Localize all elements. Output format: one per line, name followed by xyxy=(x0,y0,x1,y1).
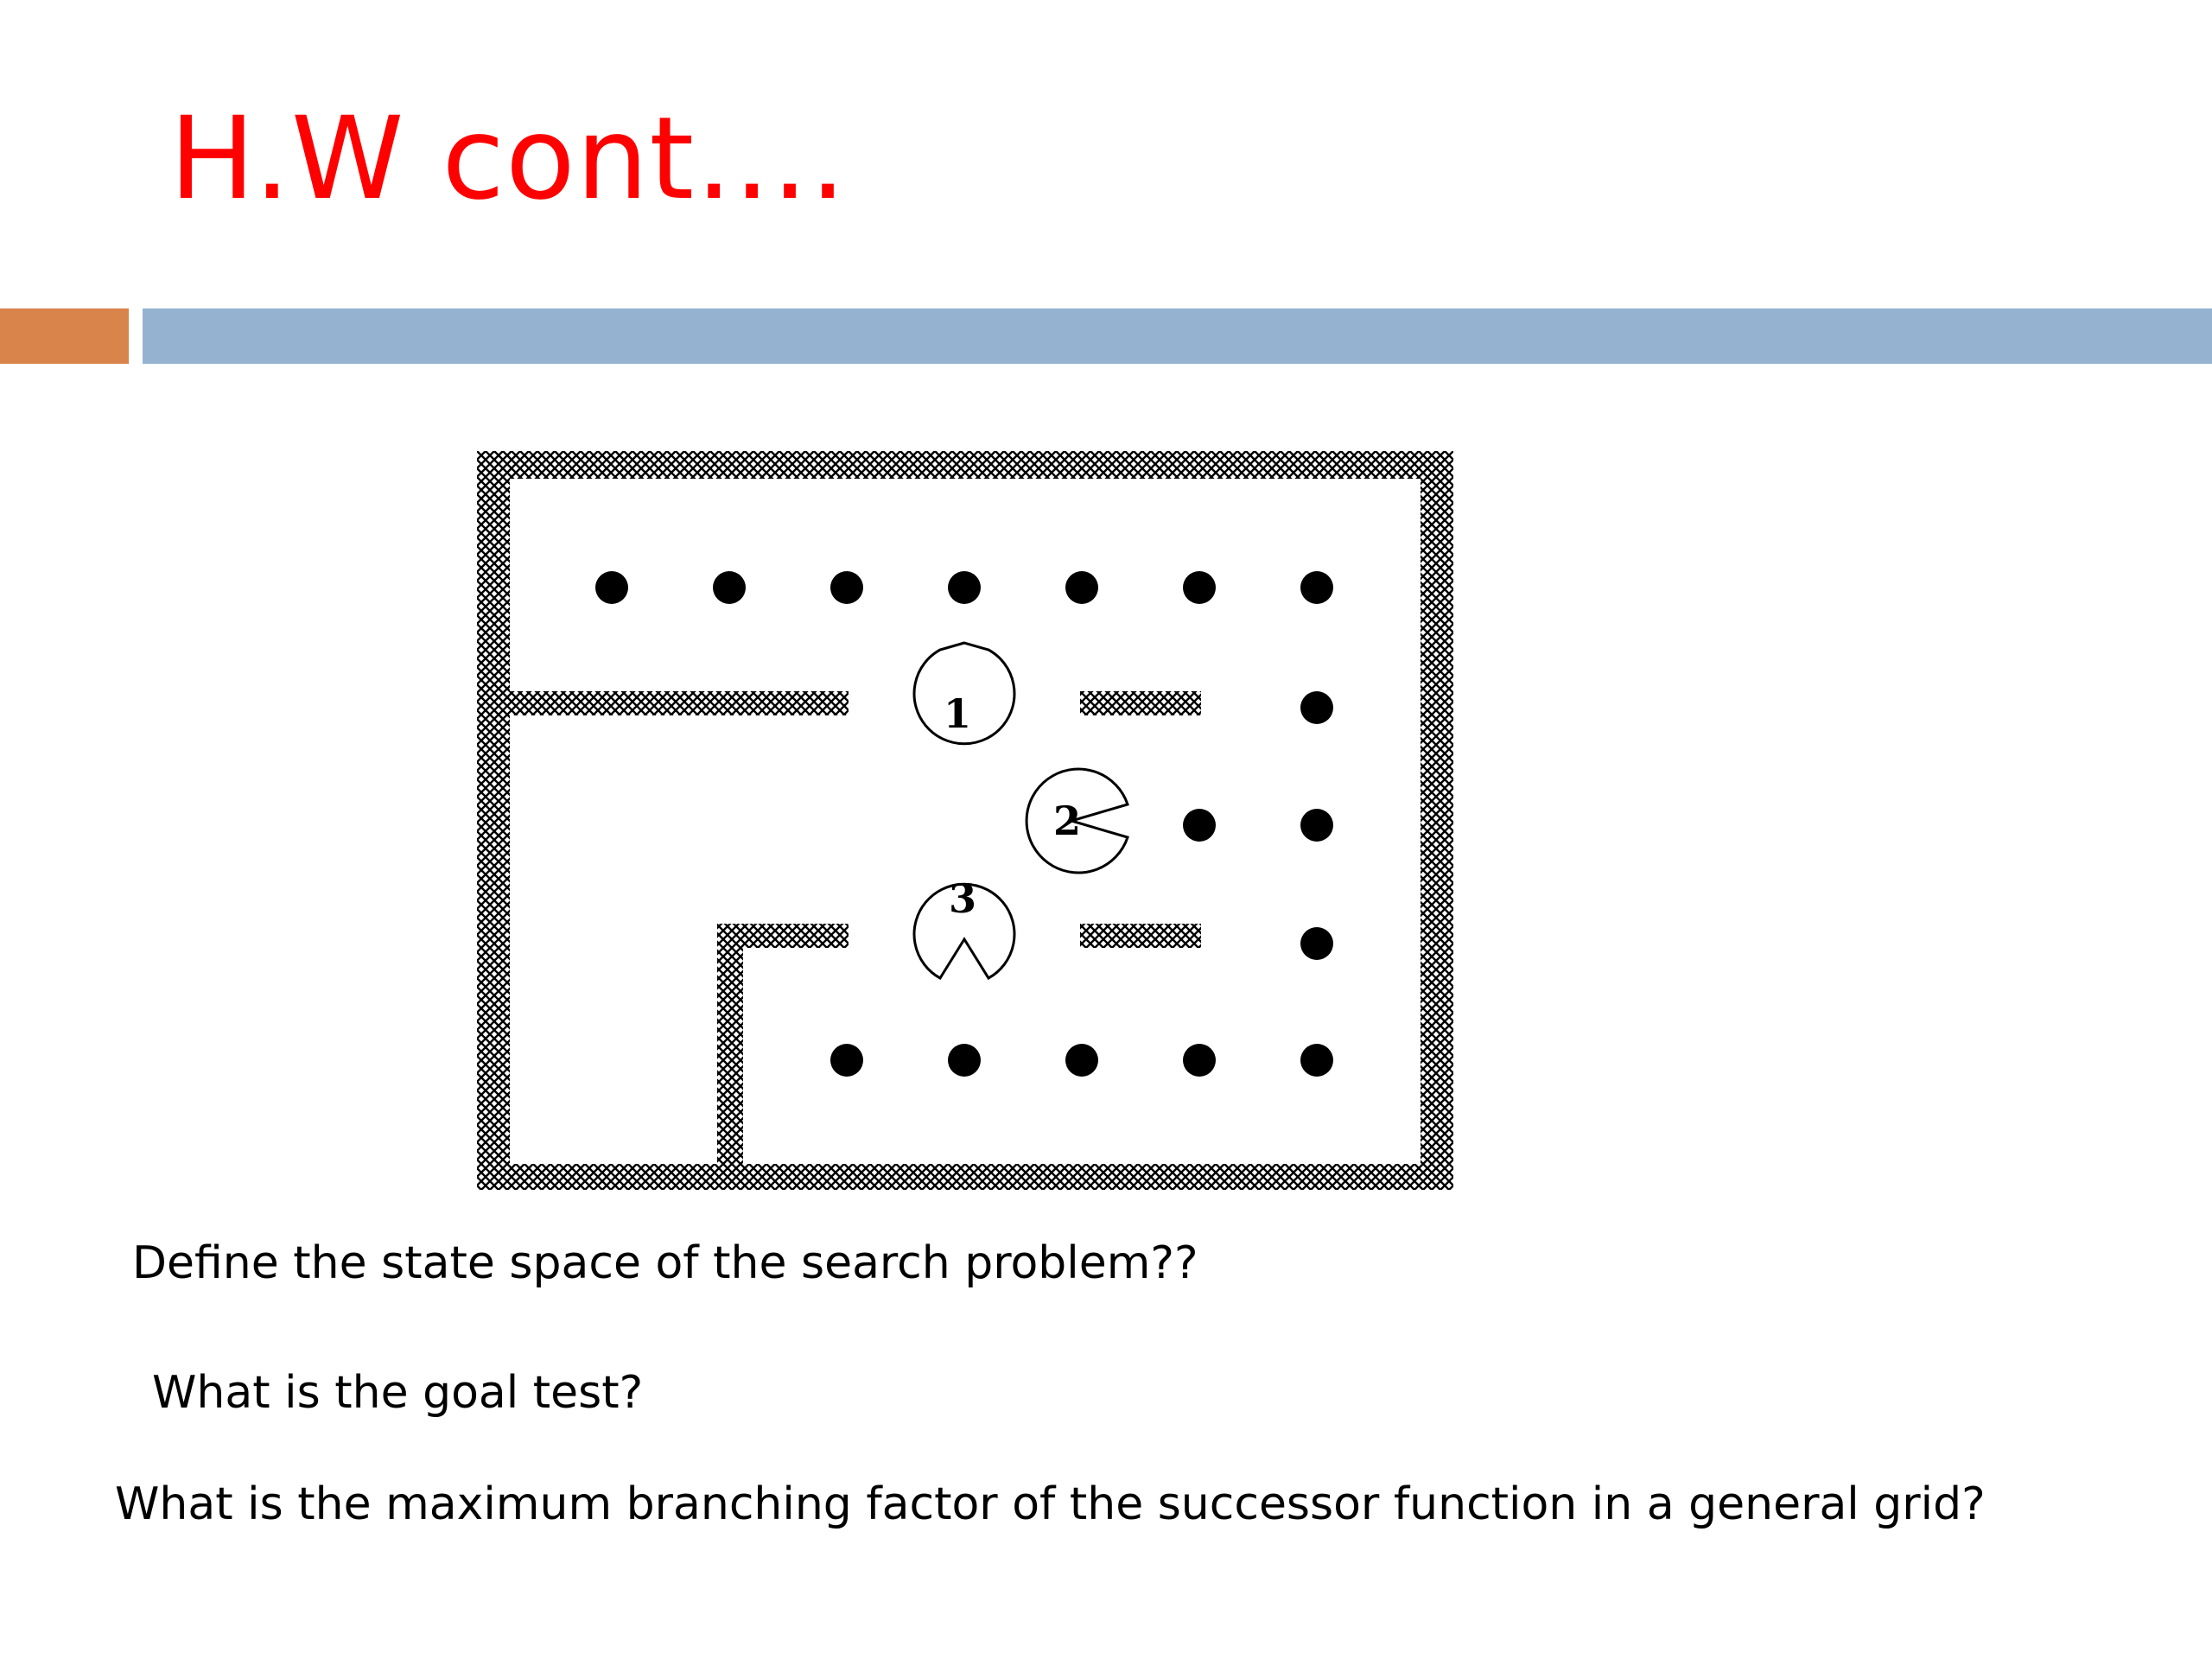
food-dots xyxy=(595,571,1333,1077)
food-dot xyxy=(948,1044,981,1077)
food-dot xyxy=(1300,809,1333,842)
wall-left xyxy=(477,451,510,1190)
food-dot xyxy=(1300,571,1333,604)
food-dot xyxy=(1300,927,1333,960)
pacman-agent-3: 3 xyxy=(912,875,1016,981)
question-goal-test: What is the goal test? xyxy=(152,1367,644,1419)
food-dot xyxy=(830,571,863,604)
wall-top xyxy=(477,451,1453,479)
agent-3-label: 3 xyxy=(949,875,976,922)
food-dot xyxy=(830,1044,863,1077)
accent-bar xyxy=(0,308,129,364)
food-dot xyxy=(1300,1044,1333,1077)
food-dot xyxy=(948,571,981,604)
wall-inner-upper-left xyxy=(477,691,849,715)
wall-inner-lower-right xyxy=(1080,924,1201,948)
food-dot xyxy=(1183,571,1216,604)
pacman-agent-1: 1 xyxy=(912,641,1016,746)
slide-title: H.W cont…. xyxy=(169,92,848,226)
food-dot xyxy=(1065,571,1098,604)
header-rule xyxy=(143,308,2212,364)
food-dot xyxy=(1183,1044,1216,1077)
wall-bottom xyxy=(477,1164,1453,1190)
question-state-space: Define the state space of the search pro… xyxy=(132,1237,1198,1289)
food-dot xyxy=(1065,1044,1098,1077)
pacman-agent-2: 2 xyxy=(1025,767,1129,874)
wall-inner-lower-vertical xyxy=(717,924,743,1183)
question-branching-factor: What is the maximum branching factor of … xyxy=(115,1478,1986,1530)
agent-1-label: 1 xyxy=(944,690,971,737)
wall-inner-upper-right xyxy=(1080,691,1201,715)
food-dot xyxy=(713,571,746,604)
food-dot xyxy=(1183,809,1216,842)
food-dot xyxy=(595,571,628,604)
pacman-maze-diagram: 1 2 3 xyxy=(477,451,1453,1190)
agent-2-label: 2 xyxy=(1053,798,1081,844)
wall-right xyxy=(1421,451,1453,1190)
food-dot xyxy=(1300,691,1333,724)
